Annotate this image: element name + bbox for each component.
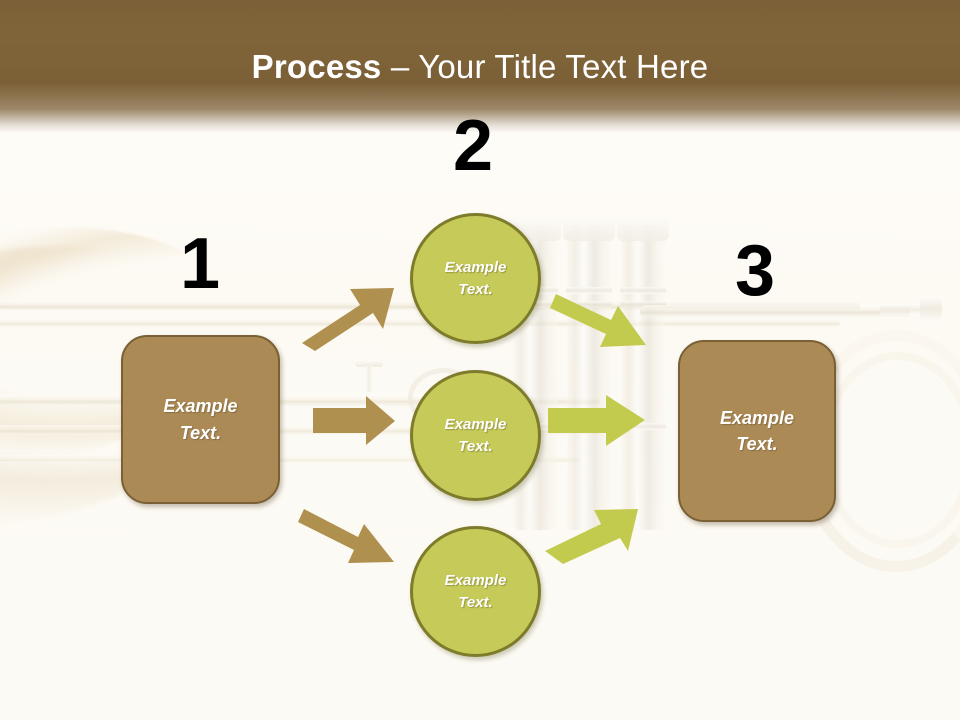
title-bold-part: Process bbox=[251, 48, 382, 85]
step-2-circle-bottom-label: Example Text. bbox=[444, 571, 507, 611]
step-2-circle-top[interactable]: Example Text. bbox=[410, 213, 541, 344]
step-2-circle-middle-label: Example Text. bbox=[444, 415, 507, 455]
step-number-1: 1 bbox=[179, 224, 221, 304]
step-2-circle-top-label: Example Text. bbox=[444, 258, 507, 298]
page-title: Process – Your Title Text Here bbox=[0, 48, 960, 86]
step-3-box-label: Example Text. bbox=[719, 407, 795, 454]
green-arrow-mid-icon bbox=[548, 395, 645, 446]
green-arrow-up-icon bbox=[545, 509, 638, 564]
step-2-circle-middle[interactable]: Example Text. bbox=[410, 370, 541, 501]
brown-arrow-mid-icon bbox=[313, 396, 395, 445]
brown-arrow-down-icon bbox=[298, 509, 394, 563]
step-1-box[interactable]: Example Text. bbox=[121, 335, 280, 504]
step-number-3: 3 bbox=[734, 231, 776, 311]
title-band: Process – Your Title Text Here bbox=[0, 0, 960, 133]
title-light-part: Your Title Text Here bbox=[418, 48, 709, 85]
step-3-box[interactable]: Example Text. bbox=[678, 340, 836, 522]
title-separator: – bbox=[381, 48, 419, 85]
green-arrow-down-icon bbox=[550, 294, 646, 347]
step-number-2: 2 bbox=[452, 106, 494, 186]
step-2-circle-bottom[interactable]: Example Text. bbox=[410, 526, 541, 657]
brown-arrow-up-icon bbox=[302, 288, 394, 351]
step-1-box-label: Example Text. bbox=[163, 396, 238, 443]
